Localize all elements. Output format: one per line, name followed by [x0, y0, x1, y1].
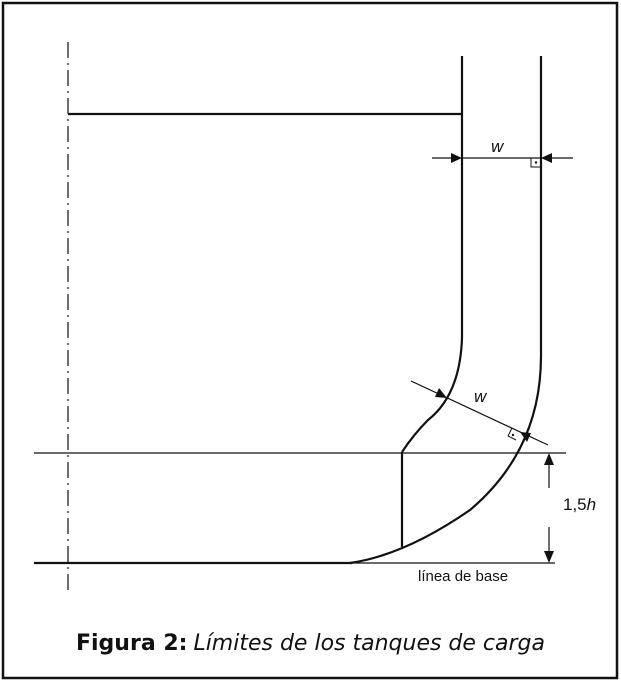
label-height: 1,5h	[563, 495, 596, 515]
inner-hull-line	[401, 56, 464, 453]
dim-height-upper-arrow	[544, 453, 554, 465]
dim-w-diagonal-arrow-outer	[520, 432, 531, 442]
dim-w-diagonal-arrow-inner	[435, 388, 447, 398]
dim-w-top-left-arrow	[451, 153, 462, 163]
dim-height-lower-arrow	[544, 551, 554, 563]
outer-hull-line	[349, 56, 543, 565]
caption-label: Figura 2:	[75, 631, 188, 656]
figure-caption: Figura 2:Límites de los tanques de carga	[0, 631, 621, 656]
label-height-var: h	[586, 495, 597, 514]
label-height-prefix: 1,5	[563, 495, 587, 514]
label-w-top: w	[491, 137, 504, 156]
right-angle-marker-diagonal	[507, 427, 517, 441]
label-w-diagonal: w	[474, 387, 487, 406]
caption-text: Límites de los tanques de carga	[193, 631, 545, 656]
right-angle-dot-top	[534, 161, 538, 164]
dim-w-top-right-arrow	[541, 153, 552, 163]
right-angle-dot-diagonal	[511, 433, 515, 437]
right-angle-marker-top	[530, 158, 541, 168]
label-baseline: línea de base	[418, 568, 509, 585]
